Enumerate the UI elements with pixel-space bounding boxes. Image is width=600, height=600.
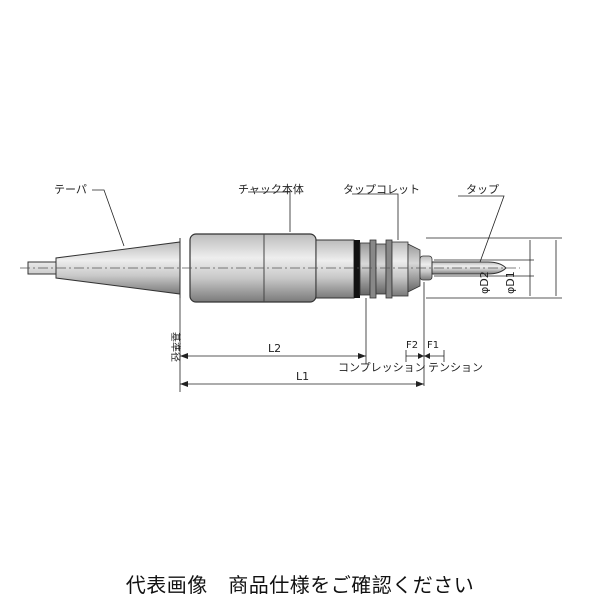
- leader-lines: [92, 189, 505, 263]
- tap-tool: [431, 261, 507, 275]
- label-f1: F1: [427, 340, 439, 351]
- label-tap-collet: タップコレット: [343, 183, 420, 196]
- label-d2: φD2: [478, 271, 491, 294]
- chuck-body: [189, 233, 355, 303]
- label-chuck-body: チャック本体: [238, 182, 304, 196]
- label-taper: テーパ: [54, 183, 87, 196]
- taper-shank: [27, 238, 181, 298]
- dimension-lines: [179, 237, 562, 392]
- label-d1: φD1: [504, 271, 517, 294]
- label-tension: テンション: [428, 361, 483, 374]
- tap-collet: [354, 239, 433, 299]
- label-l1: L1: [296, 370, 309, 383]
- label-gauge-diameter: 基準径: [169, 332, 182, 362]
- label-tap: タップ: [466, 183, 499, 196]
- label-compression: コンプレッション: [338, 361, 426, 374]
- representative-image-notice: 代表画像 商品仕様をご確認ください: [125, 573, 475, 597]
- label-l2: L2: [268, 342, 281, 355]
- label-f2: F2: [406, 340, 418, 351]
